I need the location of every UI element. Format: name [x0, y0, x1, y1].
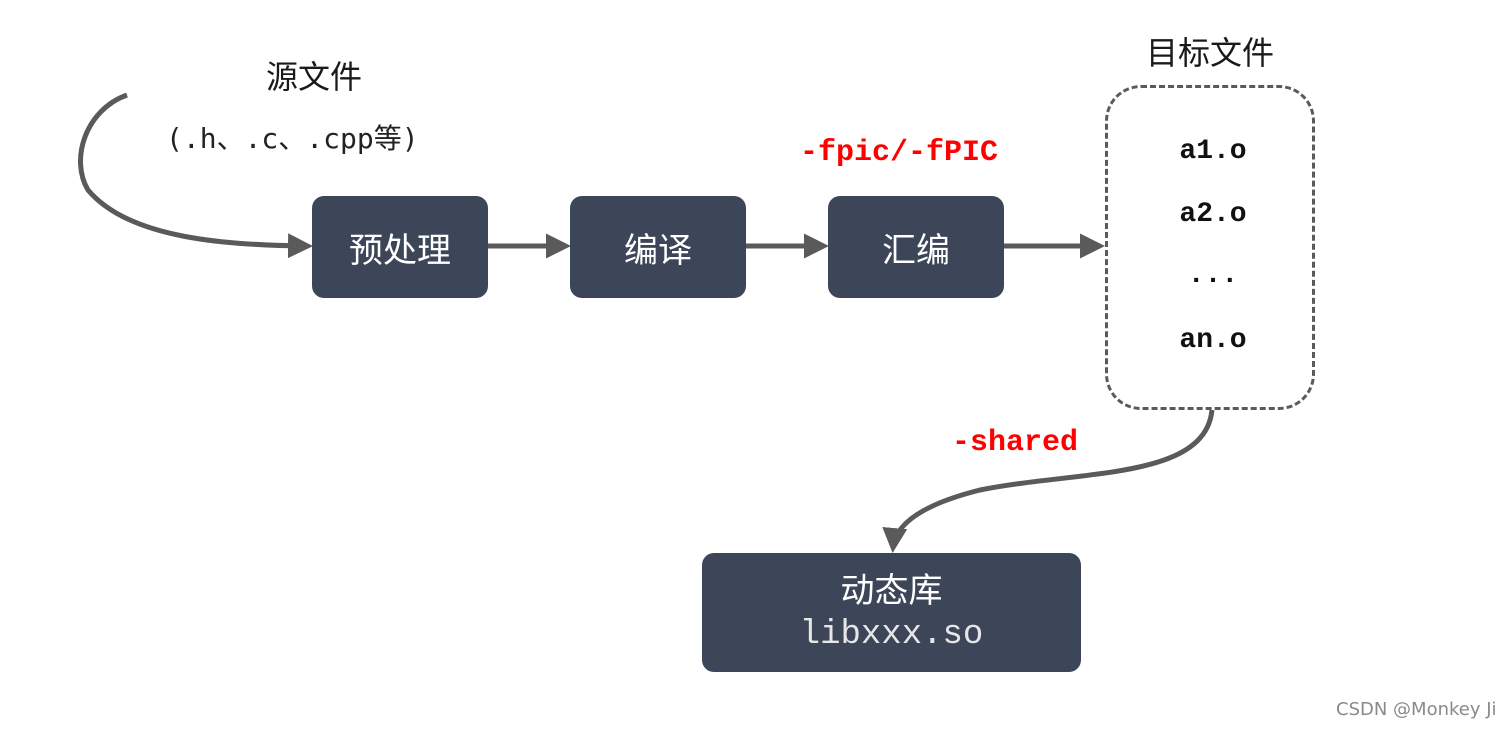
source-to-preprocess-arrow [78, 92, 313, 259]
preprocess-step: 预处理 [312, 196, 488, 298]
object-file-item: a2.o [1179, 199, 1247, 230]
fpic-flag: -fpic/-fPIC [800, 136, 999, 170]
compile-label: 编译 [624, 230, 692, 271]
source-files-title: 源文件 [266, 58, 363, 96]
compile-step: 编译 [570, 196, 746, 298]
object-file-item: a1.o [1179, 136, 1247, 167]
dynamic-library-file: libxxx.so [799, 615, 984, 654]
object-files-title: 目标文件 [1146, 34, 1275, 72]
dynamic-library-box: 动态库 libxxx.so [702, 553, 1081, 672]
watermark: CSDN @Monkey Ji [1336, 699, 1497, 720]
assemble-step: 汇编 [828, 196, 1004, 298]
source-files-extensions: (.h、.c、.cpp等) [166, 122, 419, 155]
object-file-item: an.o [1179, 325, 1247, 356]
objects-to-library-arrow [882, 409, 1215, 553]
assemble-label: 汇编 [882, 230, 950, 271]
shared-flag: -shared [952, 426, 1079, 460]
object-file-ellipsis: ... [1187, 260, 1239, 291]
preprocess-label: 预处理 [349, 230, 451, 271]
object-files-group: a1.o a2.o ... an.o [1105, 85, 1315, 410]
dynamic-library-label: 动态库 [840, 570, 943, 611]
